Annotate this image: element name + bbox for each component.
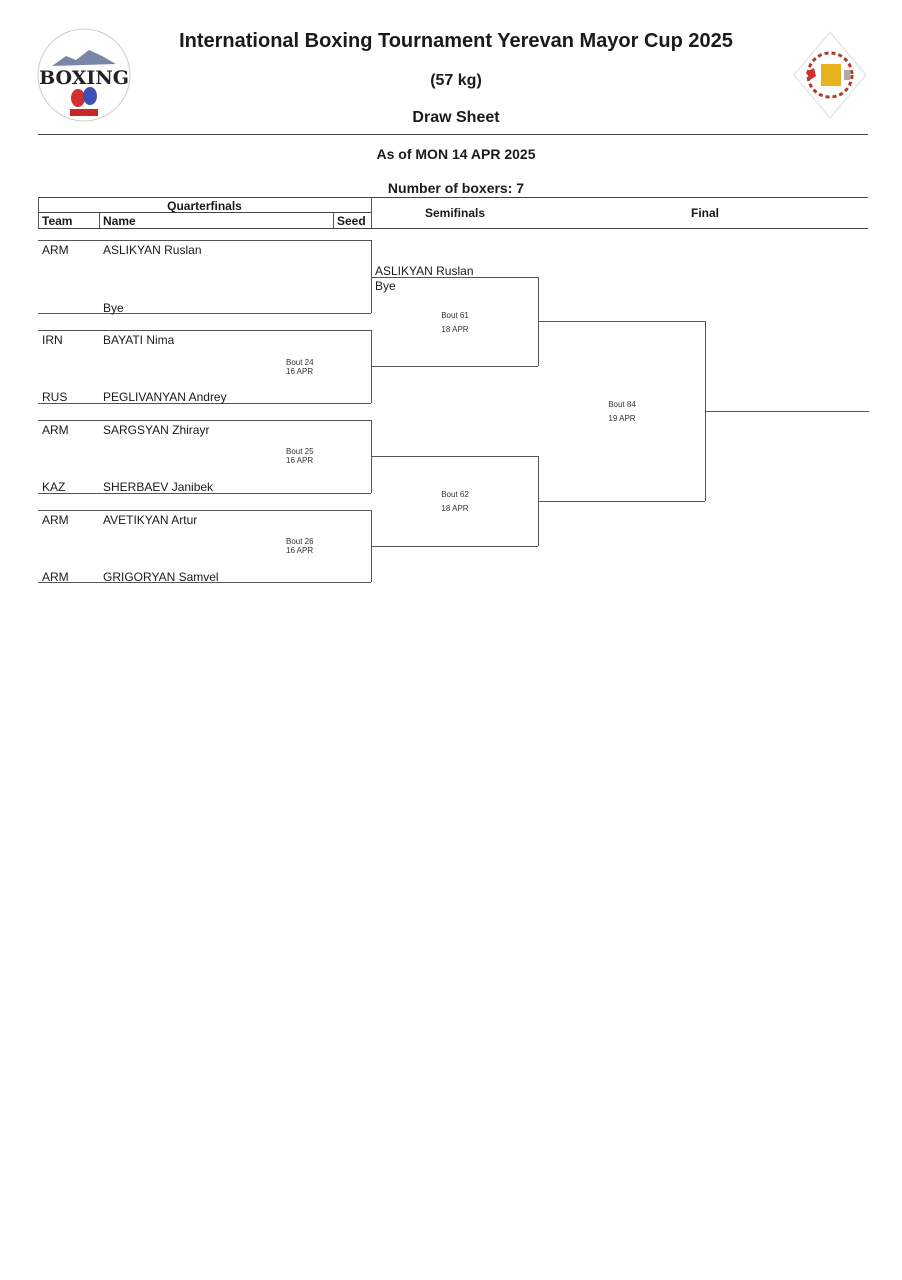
qf1-top-name: ASLIKYAN Ruslan xyxy=(103,243,202,257)
qf2-bout-date: 16 APR xyxy=(286,367,314,376)
sf2-bout-number: Bout 62 xyxy=(441,490,469,499)
header-team-name-divider xyxy=(99,212,100,228)
winner-line xyxy=(705,411,869,412)
final-top-line xyxy=(538,321,705,322)
qf4-top-team: ARM xyxy=(42,513,69,527)
qf3-bout-date: 16 APR xyxy=(286,456,314,465)
header-final: Final xyxy=(690,206,719,220)
qf4-bottom-line xyxy=(38,582,371,583)
qf1-top-line xyxy=(38,240,371,241)
header-seed: Seed xyxy=(337,214,366,228)
qf2-bout-number: Bout 24 xyxy=(286,358,314,367)
number-of-boxers: Number of boxers: 7 xyxy=(387,180,525,196)
qf2-bottom-team: RUS xyxy=(42,390,68,404)
qf1-right-bracket xyxy=(371,240,372,313)
boxing-federation-logo: BOXING xyxy=(34,26,134,124)
header-left-border xyxy=(38,197,39,228)
header-qf-sf-divider xyxy=(371,197,372,228)
header-semifinals: Semifinals xyxy=(424,206,486,220)
sf1-advanced-name: ASLIKYAN Ruslan xyxy=(375,264,474,278)
sf2-bout-date: 18 APR xyxy=(441,504,469,513)
tournament-title: International Boxing Tournament Yerevan … xyxy=(179,30,733,52)
sf1-result: Bye xyxy=(375,279,396,293)
qf4-top-line xyxy=(38,510,371,511)
qf2-bottom-line xyxy=(38,403,371,404)
qf1-top-team: ARM xyxy=(42,243,69,257)
final-bout-number: Bout 84 xyxy=(608,400,636,409)
sf2-bottom-line xyxy=(371,546,538,547)
sf1-bottom-line xyxy=(371,366,538,367)
sf1-bout-date: 18 APR xyxy=(441,325,469,334)
qf3-bottom-name: SHERBAEV Janibek xyxy=(103,480,214,494)
qf3-top-team: ARM xyxy=(42,423,69,437)
table-header-top-border xyxy=(38,197,868,198)
header-team: Team xyxy=(42,214,73,228)
qf3-top-line xyxy=(38,420,371,421)
qf4-bottom-name: GRIGORYAN Samvel xyxy=(103,570,219,584)
table-header-bottom-border xyxy=(38,228,868,229)
qf2-top-name: BAYATI Nima xyxy=(103,333,175,347)
qf1-bottom-line xyxy=(38,313,371,314)
sf2-top-line xyxy=(371,456,538,457)
final-bout-date: 19 APR xyxy=(608,414,636,423)
qf3-top-name: SARGSYAN Zhirayr xyxy=(103,423,210,437)
qf1-bottom-name: Bye xyxy=(103,301,124,315)
qf4-bottom-team: ARM xyxy=(42,570,69,584)
qf3-bout-number: Bout 25 xyxy=(286,447,314,456)
qf4-bout-number: Bout 26 xyxy=(286,537,314,546)
weight-class: (57 kg) xyxy=(430,72,482,89)
qf2-bottom-name: PEGLIVANYAN Andrey xyxy=(103,390,227,404)
qf3-bottom-line xyxy=(38,493,371,494)
header-quarterfinals: Quarterfinals xyxy=(167,199,242,213)
logo-text: BOXING xyxy=(39,67,129,89)
qf2-top-team: IRN xyxy=(42,333,63,347)
mayor-cup-emblem-icon xyxy=(792,30,868,120)
sheet-type: Draw Sheet xyxy=(412,109,500,126)
header-divider xyxy=(38,134,868,135)
qf4-top-name: AVETIKYAN Artur xyxy=(103,513,198,527)
qf4-bout-date: 16 APR xyxy=(286,546,314,555)
sf1-top-line xyxy=(371,277,538,278)
as-of-date: As of MON 14 APR 2025 xyxy=(376,146,536,162)
final-bottom-line xyxy=(538,501,705,502)
qf3-bottom-team: KAZ xyxy=(42,480,66,494)
header-name-seed-divider xyxy=(333,212,334,228)
table-header-mid-border xyxy=(38,212,371,213)
sf1-bout-number: Bout 61 xyxy=(441,311,469,320)
header-name: Name xyxy=(103,214,136,228)
qf2-top-line xyxy=(38,330,371,331)
